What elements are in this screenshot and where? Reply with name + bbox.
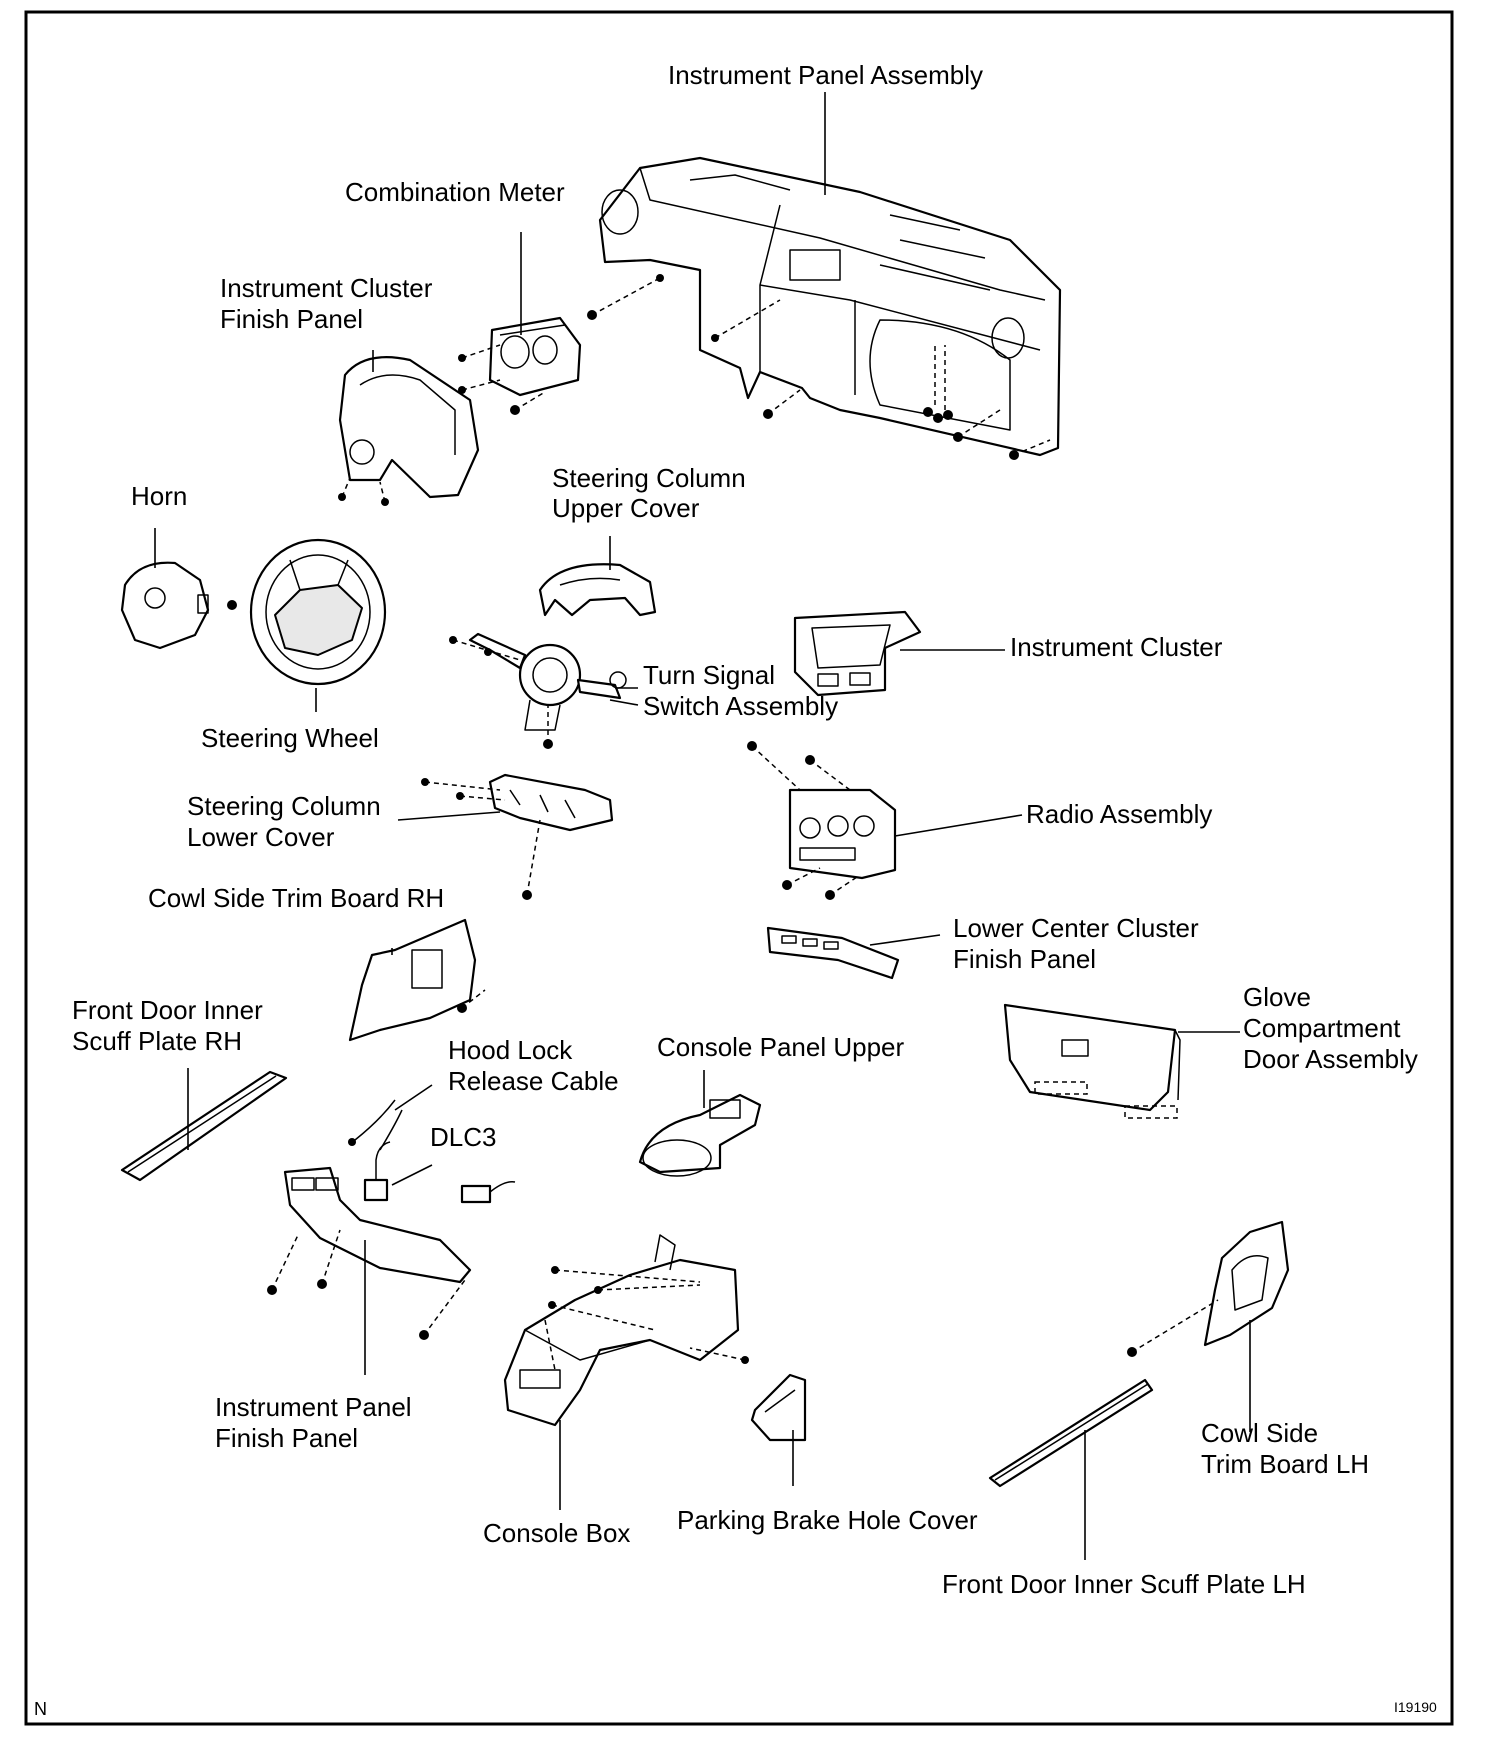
console-box-part xyxy=(503,1234,749,1427)
label-cowl-side-trim-lh-line2: Trim Board LH xyxy=(1201,1449,1369,1479)
cowl-side-trim-lh-part xyxy=(1127,1220,1290,1357)
parking-brake-hole-cover-part xyxy=(750,1373,807,1442)
steering-column-lower-cover-part xyxy=(421,773,614,900)
combination-meter-part xyxy=(488,316,582,397)
label-front-door-scuff-rh-line2: Scuff Plate RH xyxy=(72,1026,242,1056)
label-glove-line2: Compartment xyxy=(1243,1013,1401,1043)
label-cowl-side-trim-lh-line1: Cowl Side xyxy=(1201,1418,1318,1448)
label-combination-meter: Combination Meter xyxy=(345,177,565,207)
corner-mark-left: N xyxy=(34,1699,47,1719)
horn-part xyxy=(120,561,237,650)
instrument-panel-assembly-part xyxy=(598,156,1062,457)
part-labels: Instrument Panel Assembly Combination Me… xyxy=(34,60,1437,1719)
console-panel-upper-part xyxy=(638,1093,762,1177)
label-instrument-panel-finish-line1: Instrument Panel xyxy=(215,1392,412,1422)
label-hood-lock-line2: Release Cable xyxy=(448,1066,619,1096)
label-lower-center-cluster-line2: Finish Panel xyxy=(953,944,1096,974)
instrument-cluster-finish-panel-part xyxy=(338,356,480,499)
label-steering-column-lower-cover-line1: Steering Column xyxy=(187,791,381,821)
label-parking-brake-hole-cover: Parking Brake Hole Cover xyxy=(677,1505,978,1535)
label-horn: Horn xyxy=(131,481,187,511)
label-cowl-side-trim-rh: Cowl Side Trim Board RH xyxy=(148,883,444,913)
turn-signal-switch-part xyxy=(449,632,627,749)
label-instrument-cluster-finish-panel-line1: Instrument Cluster xyxy=(220,273,433,303)
label-glove-line1: Glove xyxy=(1243,982,1311,1012)
dlc3-part xyxy=(363,1141,516,1204)
front-door-scuff-rh-part xyxy=(120,1070,288,1182)
label-turn-signal-switch-line1: Turn Signal xyxy=(643,660,775,690)
label-steering-column-upper-cover-line2: Upper Cover xyxy=(552,493,700,523)
label-instrument-cluster: Instrument Cluster xyxy=(1010,632,1223,662)
leader-lines xyxy=(154,92,1251,1560)
instrument-cluster-part xyxy=(793,610,922,697)
fastener-dashed-lines xyxy=(271,277,1219,1371)
glove-compartment-door-part xyxy=(1003,1003,1181,1119)
radio-assembly-part xyxy=(747,741,897,900)
diagram-frame xyxy=(24,10,1454,1726)
label-instrument-panel-finish-line2: Finish Panel xyxy=(215,1423,358,1453)
label-front-door-scuff-rh-line1: Front Door Inner xyxy=(72,995,263,1025)
label-instrument-panel-assembly: Instrument Panel Assembly xyxy=(668,60,983,90)
label-steering-column-lower-cover-line2: Lower Cover xyxy=(187,822,335,852)
hood-lock-release-cable-part xyxy=(348,1099,403,1151)
cowl-side-trim-rh-part xyxy=(348,918,477,1042)
label-steering-wheel: Steering Wheel xyxy=(201,723,379,753)
label-console-box: Console Box xyxy=(483,1518,630,1548)
label-steering-column-upper-cover-line1: Steering Column xyxy=(552,463,746,493)
label-dlc3: DLC3 xyxy=(430,1122,496,1152)
label-lower-center-cluster-line1: Lower Center Cluster xyxy=(953,913,1199,943)
label-console-panel-upper: Console Panel Upper xyxy=(657,1032,904,1062)
figure-id: I19190 xyxy=(1394,1699,1437,1715)
steering-wheel-part xyxy=(249,538,387,686)
label-hood-lock-line1: Hood Lock xyxy=(448,1035,573,1065)
lower-center-cluster-finish-panel-part xyxy=(766,926,900,980)
steering-column-upper-cover-part xyxy=(538,563,657,617)
label-radio-assembly: Radio Assembly xyxy=(1026,799,1212,829)
label-turn-signal-switch-line2: Switch Assembly xyxy=(643,691,838,721)
label-glove-line3: Door Assembly xyxy=(1243,1044,1418,1074)
front-door-scuff-lh-part xyxy=(988,1378,1154,1488)
label-instrument-cluster-finish-panel-line2: Finish Panel xyxy=(220,304,363,334)
label-front-door-scuff-lh: Front Door Inner Scuff Plate LH xyxy=(942,1569,1306,1599)
